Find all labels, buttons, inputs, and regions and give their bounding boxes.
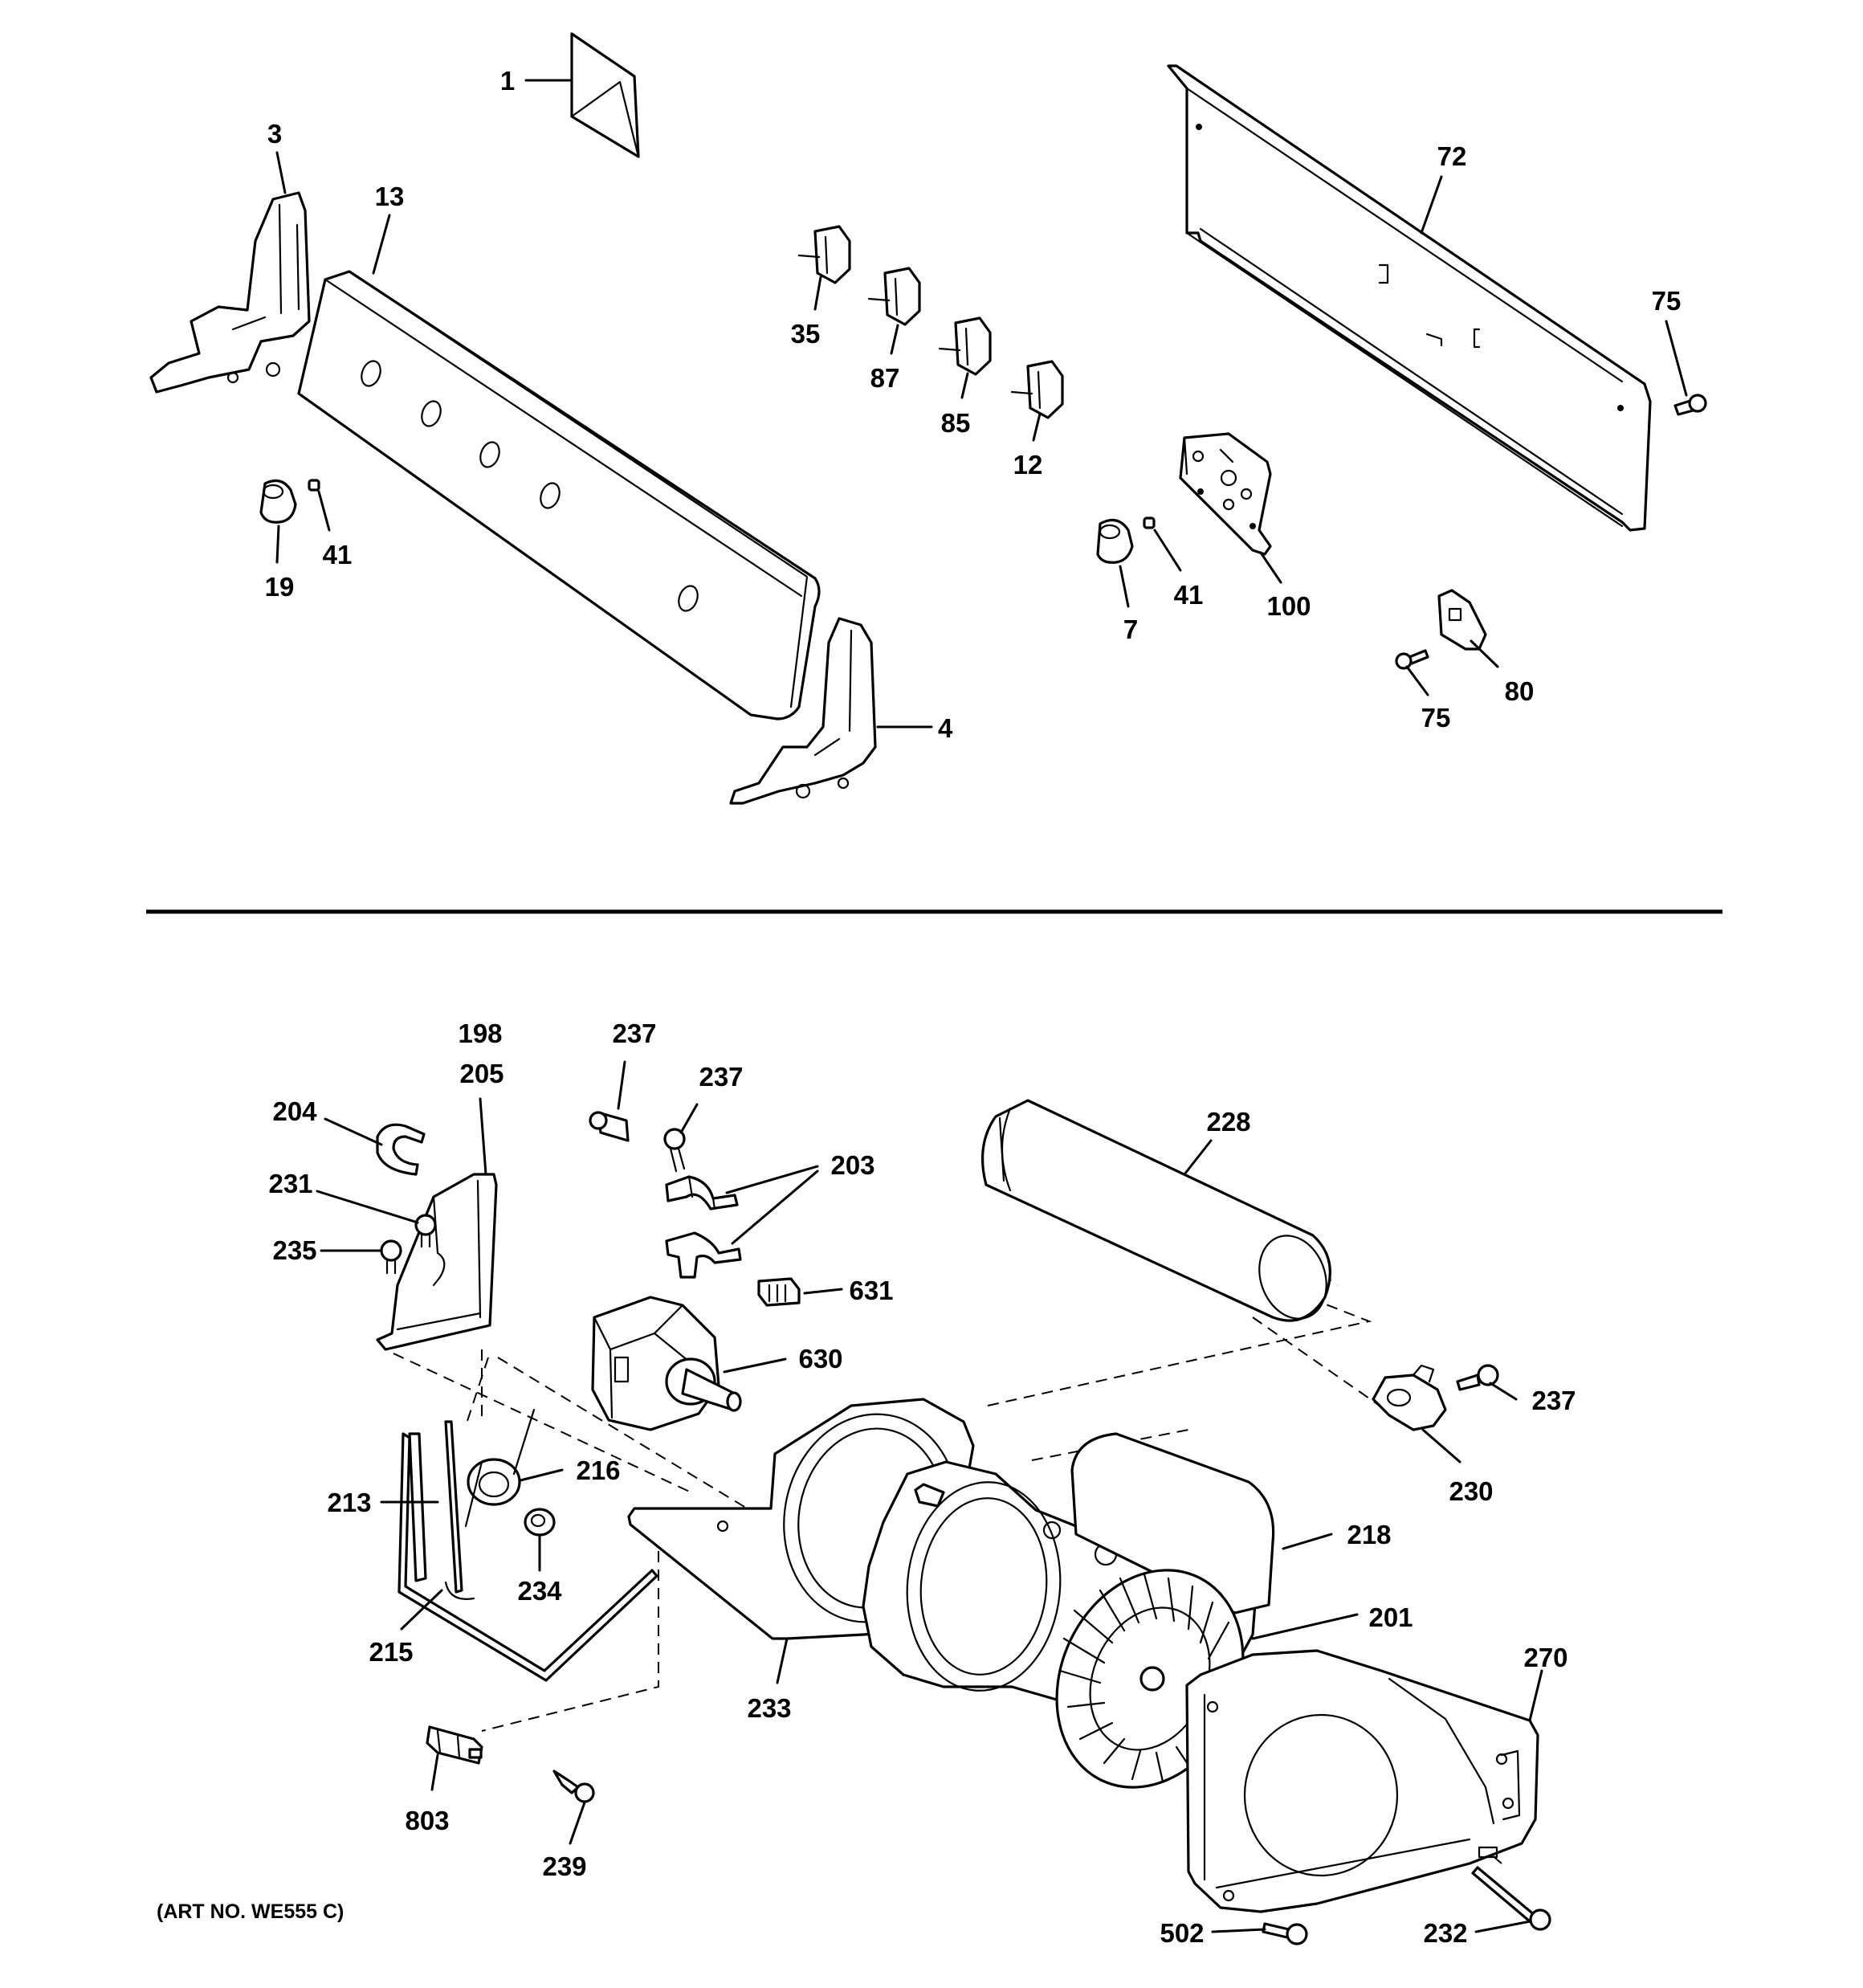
part-72-backsplash [1167, 64, 1652, 532]
callout-201: 201 [1368, 1602, 1413, 1632]
part-235-screw [380, 1239, 402, 1275]
callout-237-a: 237 [612, 1018, 656, 1048]
callout-216: 216 [576, 1455, 620, 1485]
part-237-screw-a [589, 1111, 630, 1142]
part-232-long-screw [1471, 1866, 1551, 1931]
part-75-screw-lower [1395, 649, 1429, 670]
part-35-switch [797, 225, 851, 284]
part-237-screw-c [1456, 1364, 1499, 1391]
callout-198: 198 [458, 1018, 502, 1048]
part-100-timer [1179, 432, 1272, 556]
callout-231: 231 [268, 1169, 312, 1198]
part-230-thermostat [1372, 1364, 1447, 1431]
callout-75-lower: 75 [1421, 703, 1451, 733]
callout-232: 232 [1423, 1918, 1467, 1948]
callout-205: 205 [459, 1059, 503, 1088]
callout-239: 239 [542, 1851, 586, 1881]
part-13-control-panel [297, 270, 821, 720]
art-number: (ART NO. WE555 C) [157, 1900, 344, 1923]
part-803-switch [426, 1725, 483, 1765]
callout-203: 203 [830, 1150, 874, 1180]
part-4-right-end-cap [729, 617, 877, 805]
part-3-left-end-cap [149, 191, 311, 394]
upper-leader-lines [275, 79, 1688, 729]
part-502-screw [1262, 1922, 1308, 1945]
part-41-clip-right [1143, 516, 1156, 529]
part-204-clip [376, 1123, 426, 1176]
callout-234: 234 [517, 1576, 562, 1606]
callout-41-left: 41 [323, 540, 353, 569]
callout-230: 230 [1449, 1476, 1493, 1506]
part-237-screw-b [663, 1128, 686, 1173]
part-7-knob [1096, 518, 1134, 564]
lower-labels: 198 205 204 231 235 237 237 203 228 631 … [268, 1018, 1576, 1948]
part-631-connector [757, 1277, 801, 1307]
callout-7: 7 [1123, 614, 1138, 644]
callout-80: 80 [1505, 676, 1535, 706]
part-205-motor-bracket [376, 1173, 498, 1351]
part-12-switch [1010, 360, 1064, 419]
part-80-bracket [1437, 589, 1487, 651]
callout-100: 100 [1266, 591, 1311, 621]
part-203-clamp-lower [665, 1231, 742, 1279]
callout-803: 803 [405, 1806, 449, 1835]
callout-237-c: 237 [1531, 1386, 1576, 1415]
callout-270: 270 [1523, 1643, 1567, 1672]
part-85-switch [938, 316, 992, 376]
callout-72: 72 [1437, 141, 1467, 171]
callout-3: 3 [267, 119, 282, 149]
callout-85: 85 [941, 408, 971, 438]
part-41-clip-left [308, 479, 320, 492]
part-228-exhaust-duct [981, 1099, 1331, 1322]
callout-213: 213 [327, 1488, 371, 1517]
part-270-rear-housing [1185, 1649, 1539, 1913]
part-1-manual-envelope [570, 32, 640, 158]
callout-35: 35 [791, 319, 821, 349]
callout-502: 502 [1160, 1918, 1204, 1948]
part-630-motor [591, 1296, 742, 1431]
callout-631: 631 [849, 1276, 893, 1305]
part-19-knob [259, 479, 297, 524]
callout-87: 87 [870, 363, 900, 393]
callout-1: 1 [500, 66, 515, 96]
callout-204: 204 [272, 1096, 317, 1126]
callout-12: 12 [1013, 450, 1043, 480]
part-87-switch [867, 267, 921, 326]
part-231-screw [414, 1214, 437, 1248]
callout-215: 215 [369, 1637, 413, 1667]
callout-630: 630 [798, 1344, 842, 1374]
callout-233: 233 [747, 1693, 791, 1723]
part-203-clamp-upper [665, 1175, 739, 1210]
callout-235: 235 [272, 1235, 316, 1265]
callout-13: 13 [375, 182, 405, 211]
part-213-idler-arm [408, 1420, 475, 1600]
callout-228: 228 [1206, 1107, 1250, 1137]
part-215-belt [397, 1432, 658, 1682]
callout-218: 218 [1347, 1520, 1391, 1549]
part-75-screw-upper [1673, 394, 1707, 416]
callout-4: 4 [938, 713, 953, 743]
part-234-bearing [524, 1508, 556, 1537]
upper-labels: 1 3 13 35 87 85 12 72 75 19 41 4 7 41 10… [265, 66, 1682, 743]
part-216-idler-pulley [464, 1408, 536, 1528]
lower-leader-lines [316, 1060, 1543, 1933]
part-239-screw [552, 1770, 595, 1803]
callout-237-b: 237 [699, 1062, 743, 1092]
callout-19: 19 [265, 572, 295, 602]
callout-41-right: 41 [1174, 580, 1204, 610]
callout-75-upper: 75 [1652, 286, 1682, 316]
